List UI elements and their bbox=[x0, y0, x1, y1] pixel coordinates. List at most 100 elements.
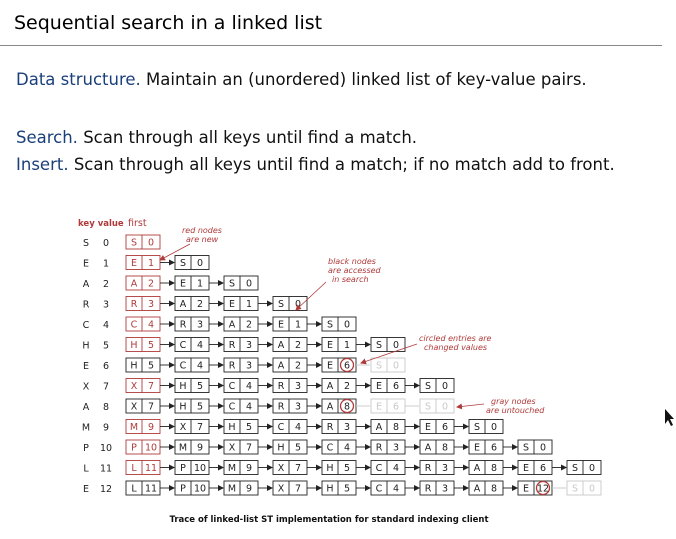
node-key: X bbox=[131, 381, 138, 392]
trace-caption: Trace of linked-list ST implementation f… bbox=[169, 515, 488, 525]
node-box bbox=[223, 275, 259, 291]
node-value: 9 bbox=[148, 422, 154, 433]
node-box bbox=[370, 357, 406, 373]
node-key: H bbox=[326, 484, 333, 495]
node-value: 10 bbox=[194, 463, 206, 474]
node-value: 8 bbox=[491, 484, 497, 495]
node-key: E bbox=[523, 463, 529, 474]
node-value: 5 bbox=[197, 381, 203, 392]
node-key: X bbox=[180, 422, 187, 433]
node-value: 4 bbox=[197, 361, 203, 372]
node-value: 1 bbox=[295, 320, 301, 331]
node-key: X bbox=[278, 484, 285, 495]
row-key: L bbox=[83, 464, 89, 475]
node-key: H bbox=[179, 381, 186, 392]
node-key: A bbox=[327, 381, 334, 392]
annotation-gray-arrow bbox=[456, 403, 485, 410]
changed-value-circle bbox=[339, 398, 355, 414]
node-key: A bbox=[474, 463, 481, 474]
node-value: 0 bbox=[442, 402, 448, 413]
node-key: C bbox=[180, 361, 187, 372]
row-value: 10 bbox=[100, 443, 112, 454]
node-key: C bbox=[229, 402, 236, 413]
key-value-header: key value bbox=[78, 219, 124, 229]
node-value: 6 bbox=[540, 463, 546, 474]
node-key: E bbox=[327, 361, 333, 372]
node-value: 3 bbox=[246, 361, 252, 372]
node-value: 4 bbox=[295, 422, 301, 433]
node-value: 10 bbox=[145, 443, 157, 454]
row-value: 4 bbox=[103, 320, 109, 331]
node-value: 6 bbox=[344, 361, 350, 372]
node-key: M bbox=[228, 463, 236, 474]
node-key: E bbox=[474, 443, 480, 454]
annotation-circled-entries: circled entries are changed values bbox=[360, 334, 492, 365]
node-value: 4 bbox=[246, 402, 252, 413]
node-key: P bbox=[131, 443, 137, 454]
first-header: first bbox=[128, 218, 147, 229]
node-key: E bbox=[376, 381, 382, 392]
node-key: H bbox=[179, 402, 186, 413]
node-key: S bbox=[425, 402, 431, 413]
title-divider bbox=[0, 45, 662, 46]
row-key: P bbox=[83, 443, 89, 454]
node-box bbox=[566, 480, 602, 496]
node-value: 0 bbox=[491, 422, 497, 433]
node-value: 4 bbox=[393, 484, 399, 495]
node-box bbox=[517, 439, 553, 455]
annotation-circled-line-2: changed values bbox=[424, 343, 487, 352]
list-node: P 10 bbox=[125, 439, 161, 455]
insert-line: Insert. Scan through all keys until find… bbox=[16, 155, 615, 174]
node-value: 3 bbox=[442, 463, 448, 474]
mouse-pointer-icon bbox=[665, 409, 674, 426]
node-value: 2 bbox=[295, 340, 301, 351]
row-key: E bbox=[83, 259, 89, 270]
node-key: E bbox=[180, 279, 186, 290]
annotation-gray-line-1: gray nodes bbox=[491, 397, 536, 406]
node-key: E bbox=[327, 340, 333, 351]
node-value: 9 bbox=[197, 443, 203, 454]
annotation-red-nodes: red nodes are new bbox=[159, 226, 222, 261]
node-key: A bbox=[131, 279, 138, 290]
row-key: E bbox=[83, 361, 89, 372]
row-value: 9 bbox=[103, 423, 109, 434]
annotation-red-line-2: are new bbox=[186, 235, 219, 244]
node-box bbox=[566, 460, 602, 475]
changed-value-circle bbox=[535, 480, 551, 496]
node-value: 7 bbox=[246, 443, 252, 454]
node-value: 3 bbox=[393, 443, 399, 454]
node-value: 0 bbox=[148, 238, 154, 249]
insert-text: Scan through all keys until find a match… bbox=[73, 155, 615, 174]
node-value: 5 bbox=[197, 402, 203, 413]
node-value: 2 bbox=[246, 320, 252, 331]
